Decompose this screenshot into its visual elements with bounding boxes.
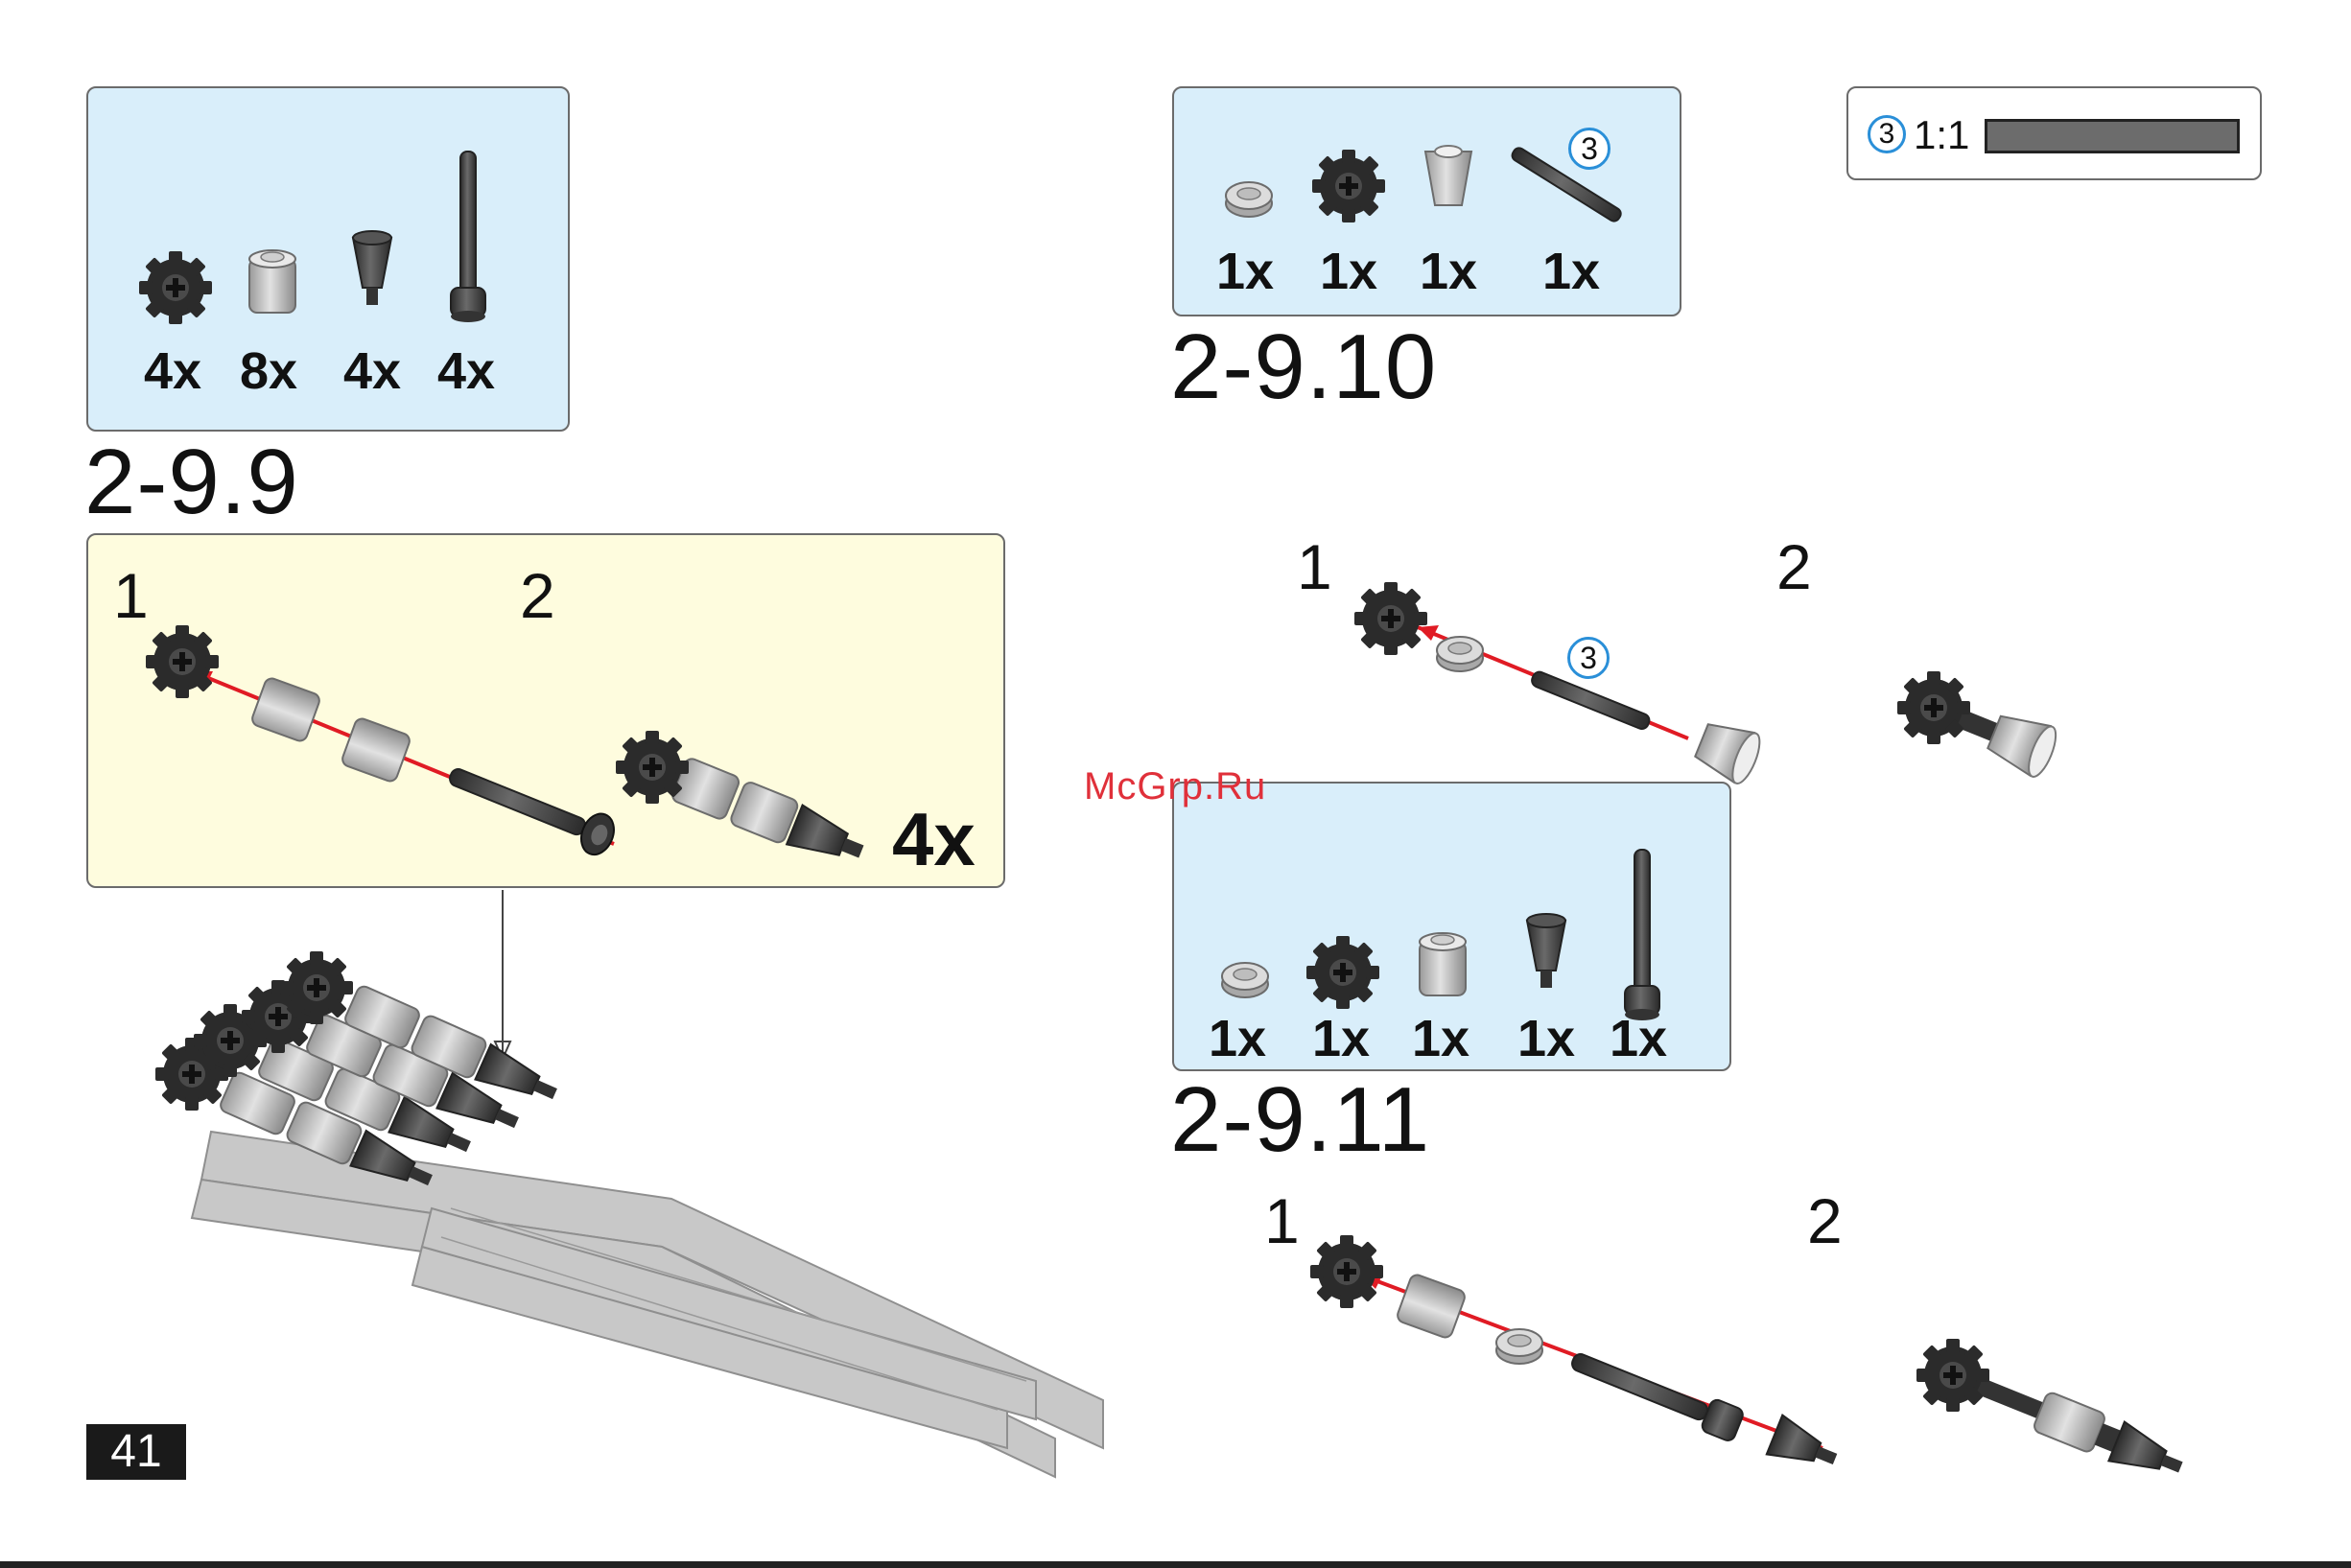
page-number: 41 [86, 1424, 186, 1480]
main-model [155, 951, 1103, 1477]
bottom-rule [0, 1561, 2351, 1568]
watermark: McGrp.Ru [1084, 767, 1266, 806]
